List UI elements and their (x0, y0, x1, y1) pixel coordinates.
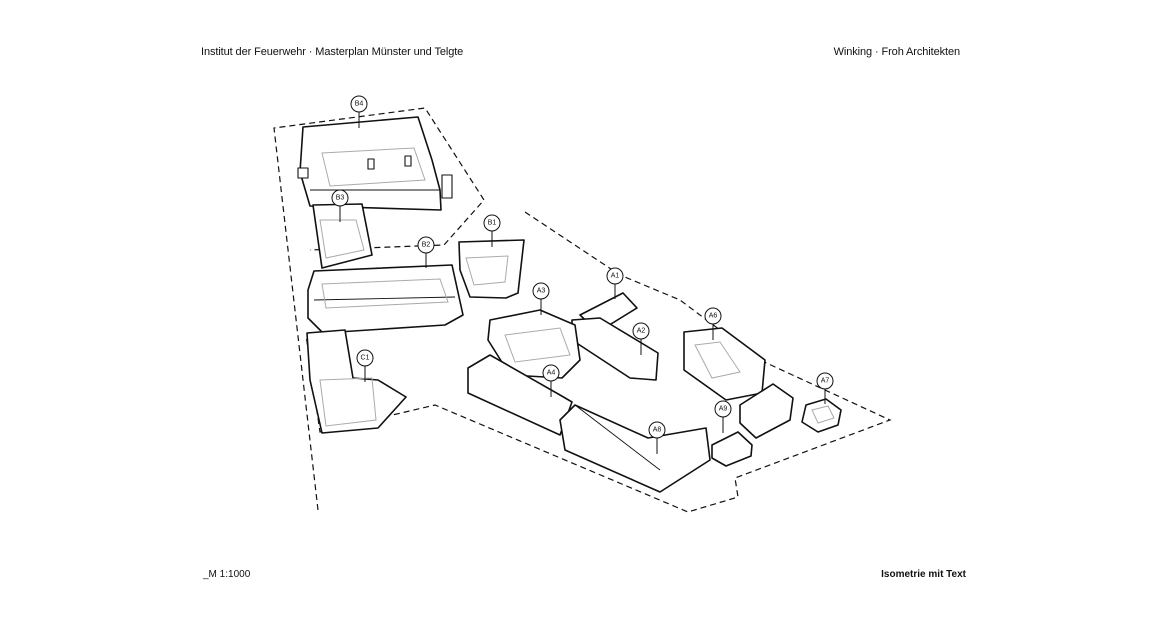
svg-text:A6: A6 (709, 313, 718, 320)
building-b3 (312, 203, 373, 269)
label-a7: A7 (816, 372, 834, 404)
label-a8: A8 (648, 421, 666, 454)
building-a9 (711, 383, 794, 467)
site-boundary-north (273, 107, 485, 511)
building-b1 (458, 239, 525, 299)
header-left-title: Institut der Feuerwehr · Masterplan Müns… (201, 46, 464, 58)
svg-text:A1: A1 (611, 273, 620, 280)
svg-text:C1: C1 (361, 355, 370, 362)
label-a2: A2 (632, 322, 650, 355)
svg-text:A4: A4 (547, 370, 556, 377)
svg-text:A7: A7 (821, 378, 830, 385)
label-b2: B2 (417, 236, 435, 268)
label-a4: A4 (542, 364, 560, 397)
building-c1 (306, 329, 407, 434)
svg-text:B2: B2 (422, 242, 431, 249)
scale-label: _M 1:1000 (203, 569, 251, 580)
label-c1: C1 (356, 349, 374, 382)
label-a9: A9 (714, 400, 732, 433)
svg-text:A8: A8 (653, 427, 662, 434)
label-b4: B4 (350, 95, 368, 128)
svg-text:A2: A2 (637, 328, 646, 335)
building-a7 (801, 398, 842, 433)
label-a3: A3 (532, 282, 550, 315)
label-b3: B3 (331, 189, 349, 222)
label-a6: A6 (704, 307, 722, 340)
building-a6 (683, 327, 766, 401)
view-title: Isometrie mit Text (881, 569, 966, 580)
building-a8 (559, 404, 711, 493)
svg-text:B1: B1 (488, 220, 497, 227)
label-b1: B1 (483, 214, 501, 247)
svg-text:B3: B3 (336, 195, 345, 202)
building-b4 (297, 116, 453, 211)
header-right-title: Winking · Froh Architekten (833, 46, 961, 58)
building-b2 (307, 264, 464, 334)
svg-text:A9: A9 (719, 406, 728, 413)
building-a4 (467, 354, 573, 436)
svg-text:A3: A3 (537, 288, 546, 295)
label-a1: A1 (606, 267, 624, 299)
svg-text:B4: B4 (355, 101, 364, 108)
building-a3 (487, 309, 581, 379)
site-boundary-main (305, 211, 892, 513)
